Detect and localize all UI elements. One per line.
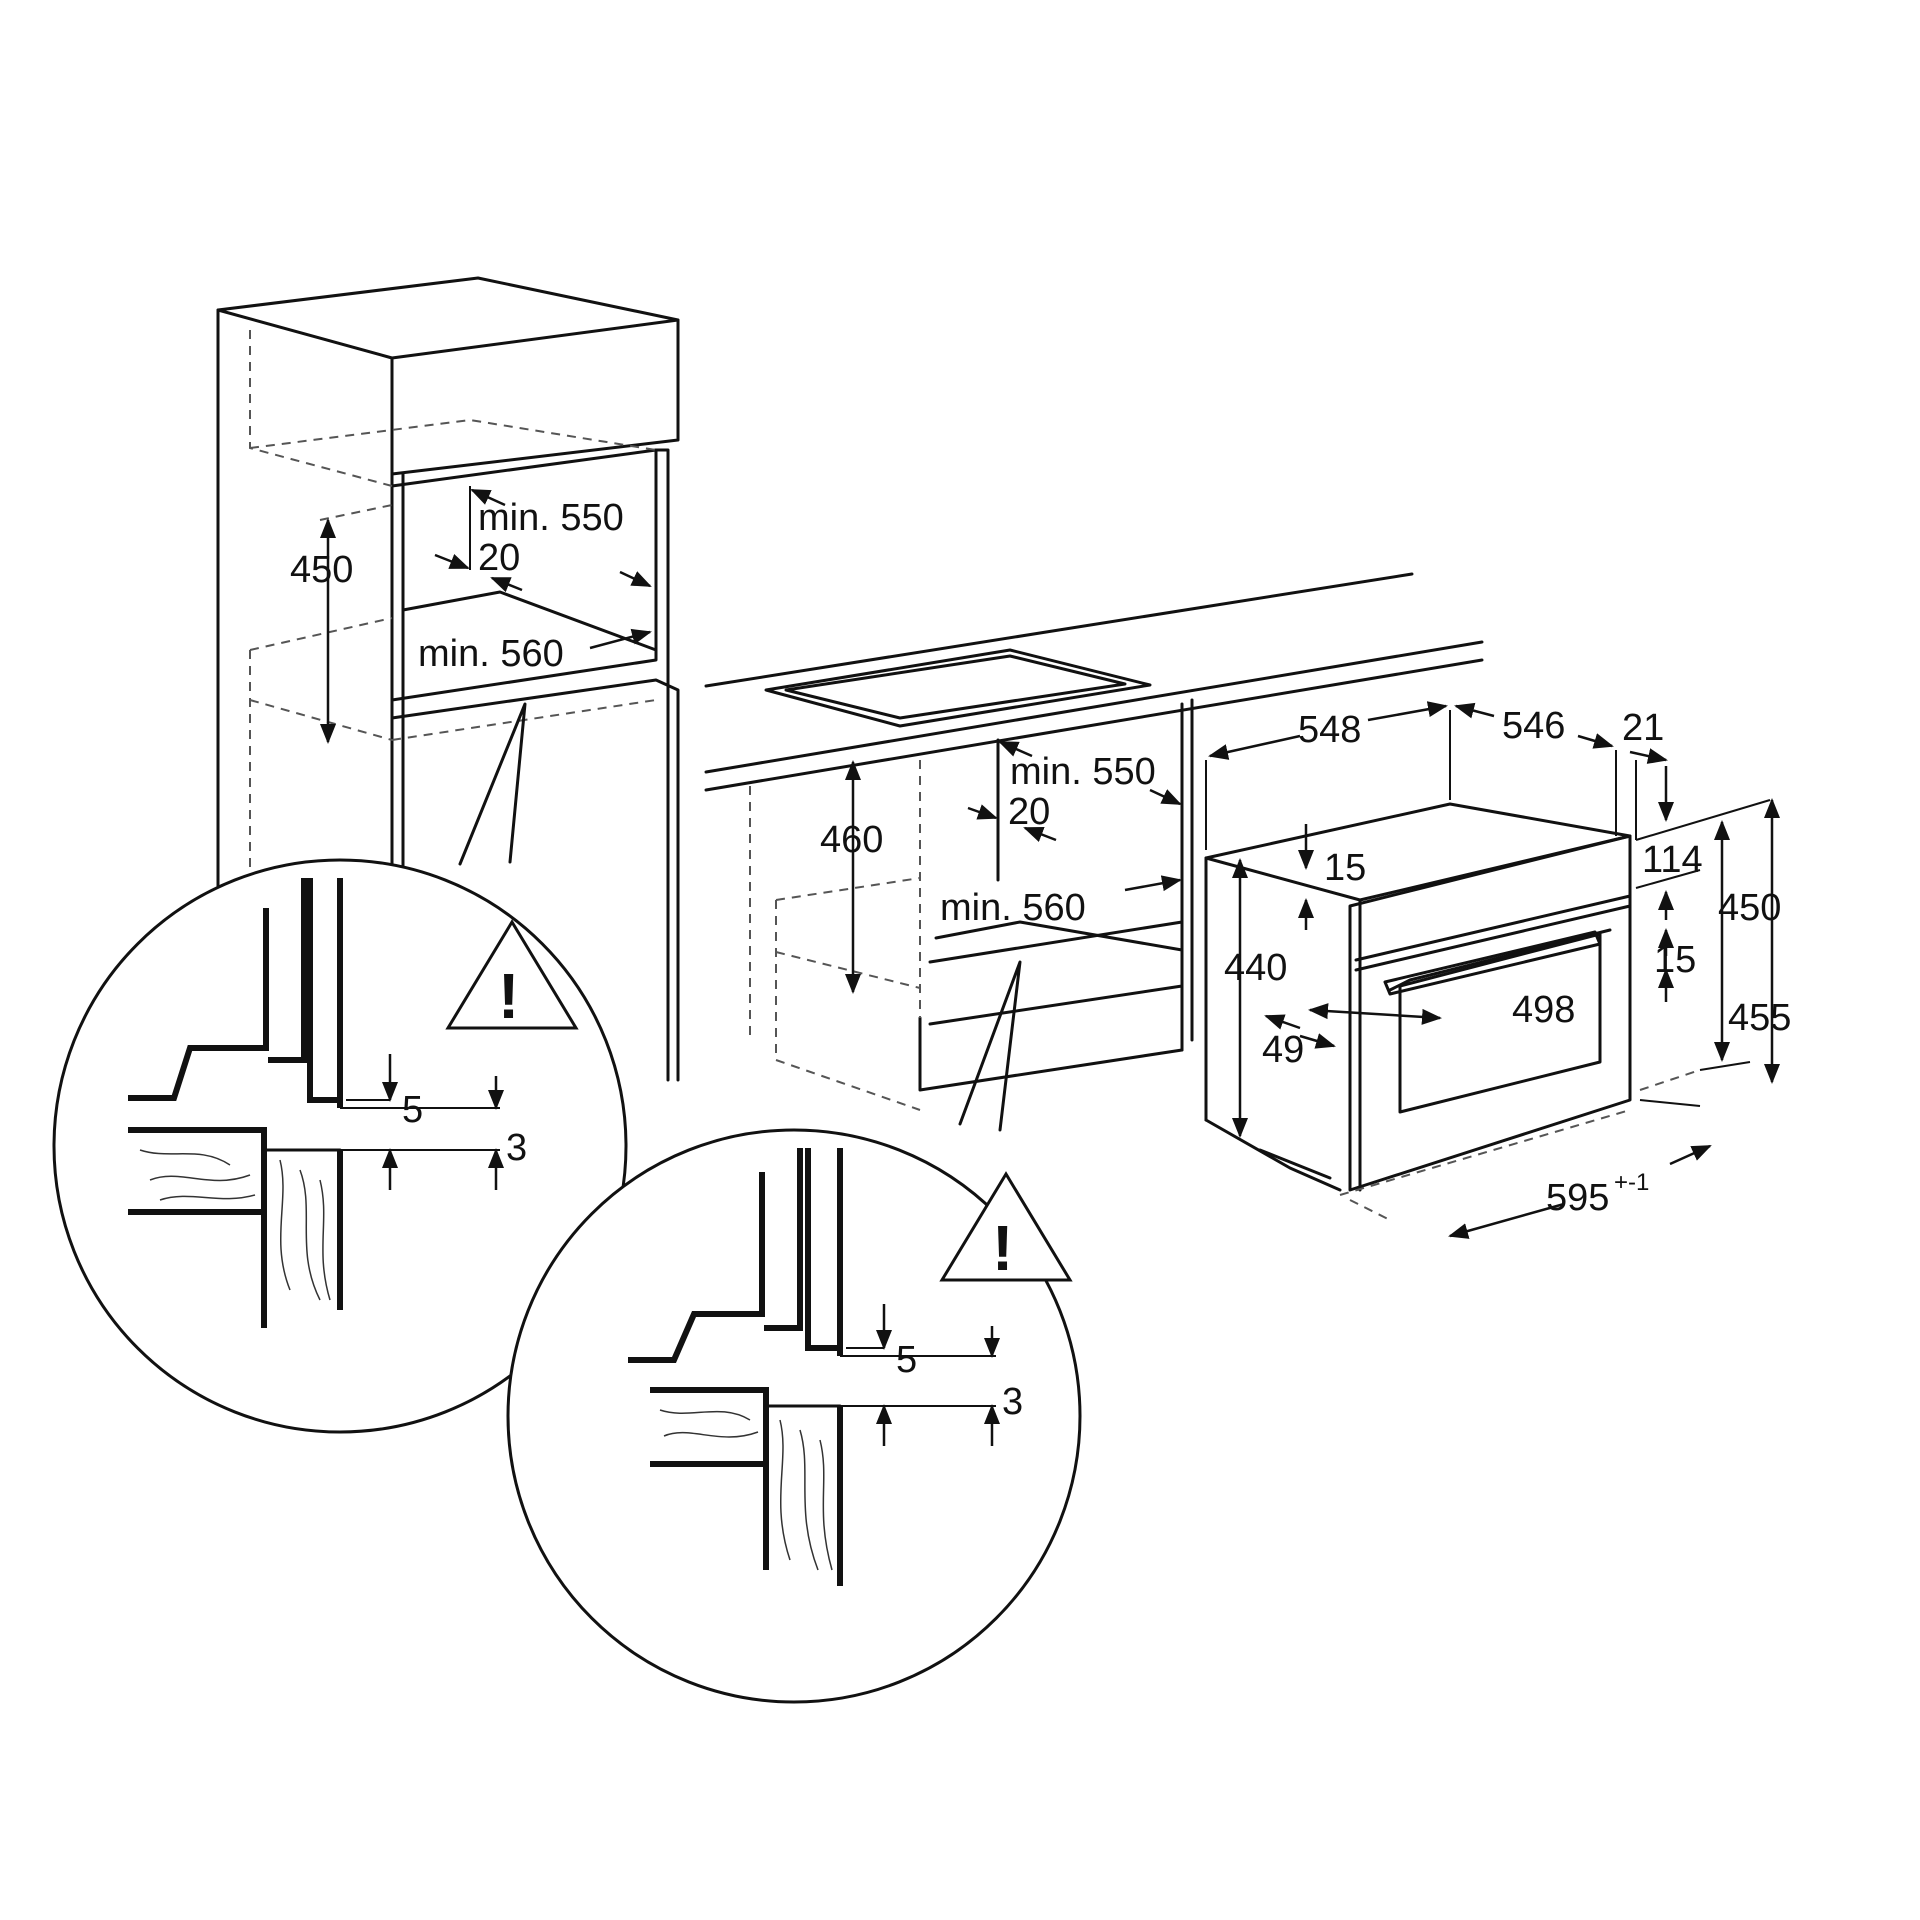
appliance-front-thickness-label: 21 — [1622, 707, 1664, 749]
appliance-width-arrow-b — [1669, 1144, 1712, 1166]
detail-2-warning-icon — [939, 1171, 1073, 1282]
appliance-side-offset-label: 15 — [1324, 847, 1366, 889]
appliance-body-depth-arrow-a — [1454, 702, 1495, 719]
appliance-body-height-label: 440 — [1224, 947, 1287, 989]
detail-1-warning-mark: ! — [498, 960, 519, 1032]
detail-2: 5 3 ! — [506, 960, 1082, 1704]
tall-min-depth-label: min. 550 — [478, 497, 624, 539]
base-min-depth-label: min. 550 — [1010, 751, 1156, 793]
base-gap-arrow-a — [967, 804, 998, 820]
appliance-door-width-label: 498 — [1512, 989, 1575, 1031]
detail-2-gap-bottom-label: 3 — [1002, 1381, 1023, 1423]
base-niche-height-label: 460 — [820, 819, 883, 861]
appliance-depth-arrow-a — [1208, 734, 1301, 760]
tall-depth-arrow-a — [470, 488, 506, 507]
detail-2-warning-mark: ! — [992, 1212, 1013, 1284]
appliance-front-thickness-arrow — [1629, 748, 1668, 764]
appliance-width-arrow-a — [1448, 1202, 1565, 1239]
appliance-depth-arrow-b — [1367, 701, 1448, 722]
detail-1: 5 3 ! — [52, 702, 628, 1434]
appliance-handle-offset-arrow-b — [1299, 1033, 1336, 1049]
appliance-width-tolerance-label: +-1 — [1614, 1169, 1649, 1196]
appliance-body-depth-label: 546 — [1502, 705, 1565, 747]
base-gap-label: 20 — [1008, 791, 1050, 833]
tall-min-width-label: min. 560 — [418, 633, 564, 675]
base-min-width-label: min. 560 — [940, 887, 1086, 929]
detail-1-gap-bottom-label: 3 — [506, 1127, 527, 1169]
tall-gap-arrow-b — [490, 576, 523, 593]
appliance-inner-offset-label: 15 — [1654, 939, 1696, 981]
detail-1-warning-icon — [445, 919, 579, 1030]
base-depth-arrow-a — [998, 740, 1033, 758]
base-gap-arrow-b — [1023, 826, 1057, 842]
appliance-total-height-label: 455 — [1728, 997, 1791, 1039]
appliance-control-panel-label: 114 — [1642, 839, 1703, 881]
appliance-body-depth-arrow-b — [1577, 733, 1614, 749]
tall-gap-label: 20 — [478, 537, 520, 579]
base-cabinet: 460 min. 550 20 min. 560 — [704, 572, 1484, 1111]
tall-depth-arrow-b — [619, 570, 652, 588]
base-depth-arrow-b — [1149, 788, 1182, 806]
appliance: 548 546 21 114 450 15 15 440 455 498 49 … — [1204, 701, 1791, 1239]
appliance-depth-label: 548 — [1298, 709, 1361, 751]
base-width-arrow — [1124, 875, 1182, 892]
detail-2-gap-top-label: 5 — [896, 1339, 917, 1381]
appliance-handle-offset-label: 49 — [1262, 1029, 1304, 1071]
appliance-handle-offset-arrow-a — [1264, 1014, 1301, 1030]
tall-width-arrow — [589, 628, 652, 650]
appliance-door-width-arrow — [1308, 1003, 1442, 1025]
appliance-front-height-label: 450 — [1718, 887, 1781, 929]
appliance-width-label: 595 — [1546, 1177, 1609, 1219]
tall-niche-height-label: 450 — [290, 549, 353, 591]
tall-gap-arrow-a — [434, 553, 470, 570]
detail-1-gap-top-label: 5 — [402, 1089, 423, 1131]
